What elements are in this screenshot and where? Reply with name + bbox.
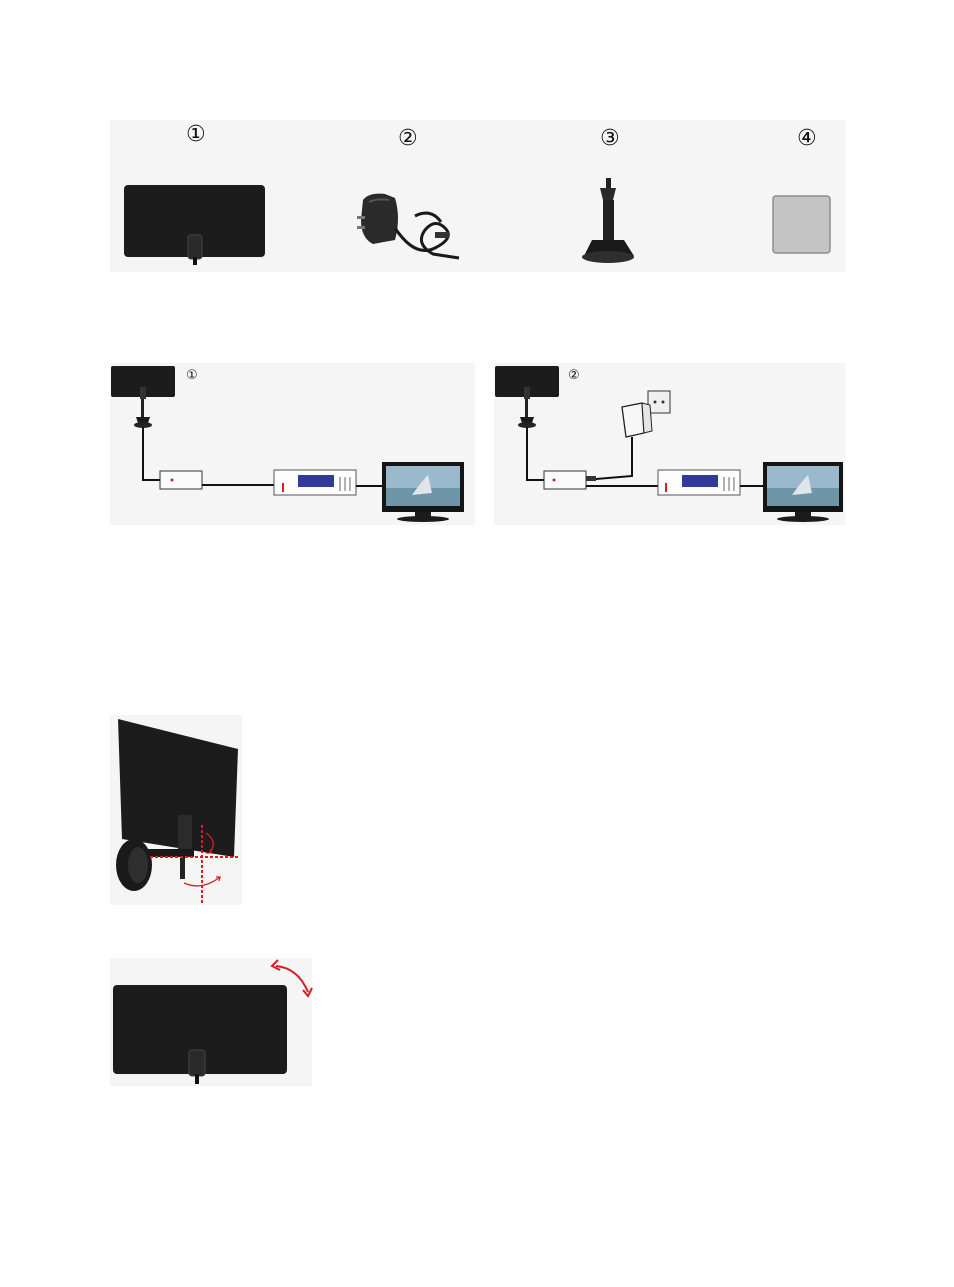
adhesive-pad-icon <box>773 196 833 256</box>
antenna-flat-drawing <box>110 950 320 1086</box>
flat-antenna-icon <box>124 185 266 265</box>
part-label-1: ① <box>186 124 206 146</box>
amplifier-box-icon <box>544 471 586 489</box>
part-label-2: ② <box>398 128 418 150</box>
part-label-4: ④ <box>797 128 817 150</box>
part-label-3: ③ <box>600 128 620 150</box>
power-adapter-icon <box>355 188 465 266</box>
receiver-icon <box>658 470 740 495</box>
suction-cup-stand-icon <box>580 178 640 268</box>
tv-icon <box>763 462 843 522</box>
amplifier-box-icon <box>160 471 202 489</box>
diagram-1-drawing <box>110 363 475 525</box>
receiver-icon <box>274 470 356 495</box>
power-adapter-icon <box>596 391 670 479</box>
tv-icon <box>382 462 464 522</box>
diagram-2-drawing <box>494 363 845 525</box>
antenna-tilt-drawing <box>110 715 242 905</box>
